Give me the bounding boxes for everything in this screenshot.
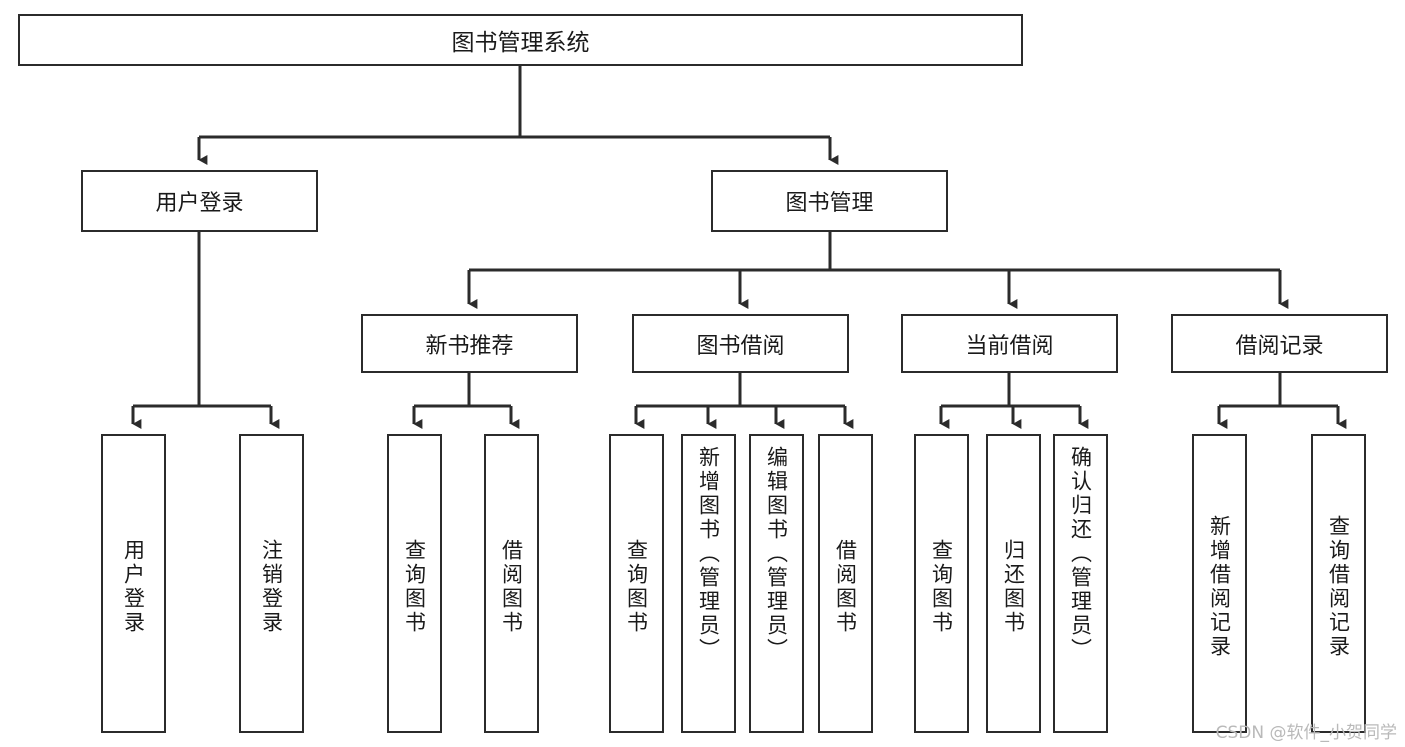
leaf-content: 新增图书（管理员） (696, 442, 721, 735)
leaf-add-book-admin[interactable]: 新增图书（管理员） (681, 434, 736, 733)
leaf-query-borrow-record[interactable]: 查询借阅记录 (1311, 434, 1366, 733)
leaf-content: 新增借阅记录 (1207, 442, 1232, 731)
node-root-system[interactable]: 图书管理系统 (18, 14, 1023, 66)
leaf-add-borrow-record[interactable]: 新增借阅记录 (1192, 434, 1247, 733)
leaf-query-book-borrow[interactable]: 查询图书 (609, 434, 664, 733)
leaf-user-login[interactable]: 用户登录 (101, 434, 166, 733)
csdn-watermark: CSDN @软件_小贺同学 (1215, 723, 1397, 743)
leaf-query-book-cur[interactable]: 查询图书 (914, 434, 969, 733)
node-label: 查询借阅记录 (1326, 514, 1351, 659)
node-label: 归还图书 (1001, 538, 1026, 635)
node-label: 用户登录 (121, 538, 146, 635)
leaf-content: 确认归还（管理员） (1068, 442, 1093, 735)
node-book-borrow[interactable]: 图书借阅 (632, 314, 849, 373)
node-label: 查询图书 (624, 538, 649, 635)
leaf-content: 查询图书 (624, 442, 649, 731)
leaf-confirm-return-admin[interactable]: 确认归还（管理员） (1053, 434, 1108, 733)
leaf-logout-login[interactable]: 注销登录 (239, 434, 304, 733)
node-label: 借阅图书 (499, 538, 524, 635)
leaf-content: 查询图书 (929, 442, 954, 731)
node-user-login[interactable]: 用户登录 (81, 170, 318, 232)
leaf-return-book[interactable]: 归还图书 (986, 434, 1041, 733)
node-current-borrow[interactable]: 当前借阅 (901, 314, 1118, 373)
node-label: 新增图书（管理员） (696, 446, 721, 662)
node-label: 图书借阅 (696, 333, 785, 359)
node-label: 编辑图书（管理员） (764, 446, 789, 662)
node-new-book-recommend[interactable]: 新书推荐 (361, 314, 578, 373)
node-label: 查询图书 (929, 538, 954, 635)
node-label: 借阅记录 (1235, 333, 1324, 359)
node-label: 查询图书 (402, 538, 427, 635)
node-borrow-record[interactable]: 借阅记录 (1171, 314, 1388, 373)
leaf-content: 借阅图书 (833, 442, 858, 731)
leaf-content: 查询借阅记录 (1326, 442, 1351, 731)
node-label: 当前借阅 (965, 333, 1054, 359)
leaf-borrow-book[interactable]: 借阅图书 (818, 434, 873, 733)
leaf-content: 归还图书 (1001, 442, 1026, 731)
leaf-query-book-rec[interactable]: 查询图书 (387, 434, 442, 733)
node-label: 借阅图书 (833, 538, 858, 635)
node-label: 图书管理系统 (451, 30, 590, 56)
node-book-management[interactable]: 图书管理 (711, 170, 948, 232)
leaf-content: 编辑图书（管理员） (764, 442, 789, 735)
node-label: 确认归还（管理员） (1068, 446, 1093, 662)
leaf-content: 借阅图书 (499, 442, 524, 731)
node-label: 图书管理 (785, 191, 874, 216)
node-label: 新增借阅记录 (1207, 514, 1232, 659)
node-label: 新书推荐 (425, 333, 514, 359)
leaf-edit-book-admin[interactable]: 编辑图书（管理员） (749, 434, 804, 733)
leaf-content: 注销登录 (259, 442, 284, 731)
leaf-content: 查询图书 (402, 442, 427, 731)
node-label: 用户登录 (155, 191, 244, 216)
node-label: 注销登录 (259, 538, 284, 635)
leaf-borrow-book-rec[interactable]: 借阅图书 (484, 434, 539, 733)
leaf-content: 用户登录 (121, 442, 146, 731)
